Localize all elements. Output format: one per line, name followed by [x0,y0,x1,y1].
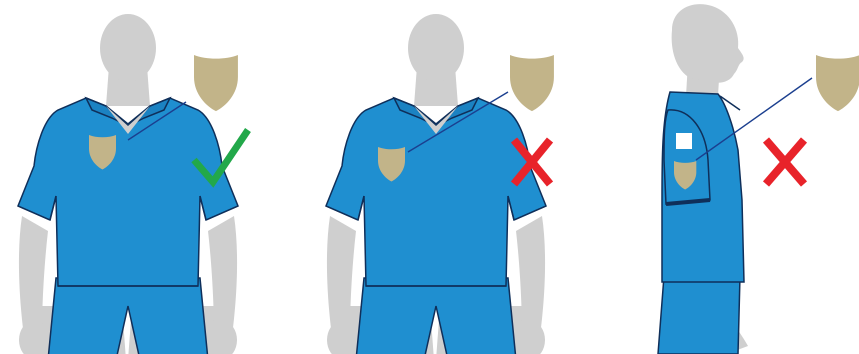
badge-reference-icon [510,55,554,111]
mannequin-side [658,4,748,354]
panel-left-chest-correct [18,14,248,354]
flag-patch [676,133,692,149]
panel-sleeve-incorrect [658,4,859,354]
badge-reference-icon [816,55,859,111]
panel-right-chest-incorrect [326,14,554,354]
cross-icon [766,140,804,184]
badge-reference-icon [194,55,238,111]
